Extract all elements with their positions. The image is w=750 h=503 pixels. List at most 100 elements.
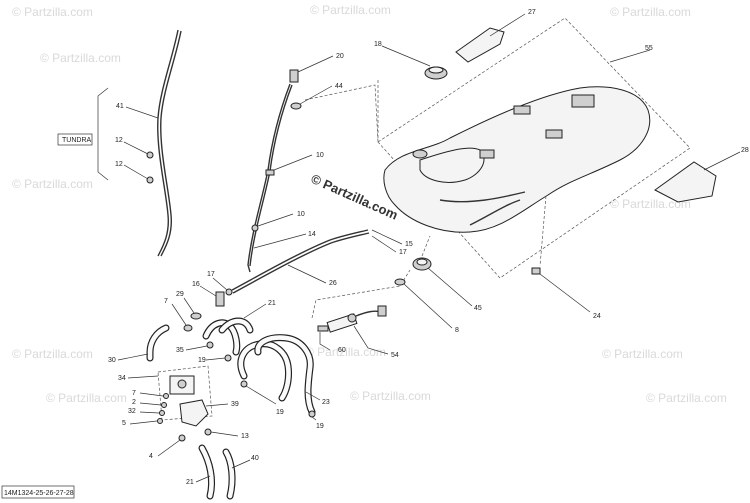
clamp-13 bbox=[204, 428, 212, 436]
clamp-19c bbox=[308, 410, 316, 418]
dash-20 bbox=[304, 84, 379, 143]
hose-21a-b-inner bbox=[219, 318, 253, 333]
tank-rib bbox=[439, 191, 526, 203]
tank-outline-box bbox=[377, 17, 691, 279]
leader-16 bbox=[199, 285, 217, 297]
pump-39 bbox=[179, 399, 209, 427]
leader-19c bbox=[311, 416, 317, 421]
gasket-8 bbox=[394, 278, 406, 286]
fitting-16 bbox=[215, 291, 225, 307]
callout-44: 44 bbox=[335, 83, 343, 90]
leader-4 bbox=[157, 439, 181, 457]
leader-54 bbox=[353, 325, 389, 355]
watermark: © Partzilla.com bbox=[310, 3, 391, 17]
callout-54: 54 bbox=[391, 352, 399, 359]
leader-24 bbox=[539, 273, 591, 313]
leader-60 bbox=[319, 332, 331, 351]
pickup-tip bbox=[317, 325, 329, 332]
tank-rib-2 bbox=[469, 199, 521, 226]
diagram-code-box bbox=[1, 485, 75, 499]
leader-29 bbox=[183, 297, 195, 314]
callout-19c: 19 bbox=[316, 423, 324, 430]
tank-strap-mount-2 bbox=[545, 129, 563, 139]
watermark: © Partzilla.com bbox=[610, 197, 691, 211]
leader-8 bbox=[403, 283, 453, 329]
clamp-12a bbox=[146, 151, 154, 159]
callout-39: 39 bbox=[231, 401, 239, 408]
hose-clip-10a bbox=[265, 169, 275, 176]
callout-26: 26 bbox=[329, 280, 337, 287]
nut-45-top bbox=[416, 258, 428, 266]
tank-filler-neck bbox=[412, 149, 428, 159]
leader-12a bbox=[123, 141, 149, 155]
callout-60: 60 bbox=[338, 347, 346, 354]
hose-loop-b-inner bbox=[255, 335, 315, 415]
hose-clip-10b bbox=[251, 224, 259, 232]
leader-7a bbox=[171, 303, 187, 326]
leader-14 bbox=[253, 233, 307, 249]
watermark: © Partzilla.com bbox=[602, 347, 683, 361]
callout-28: 28 bbox=[741, 147, 749, 154]
fuel-line-26 bbox=[231, 229, 369, 291]
callout-20: 20 bbox=[336, 53, 344, 60]
washer-29 bbox=[190, 312, 202, 320]
bolt-24 bbox=[531, 267, 541, 275]
leader-10a bbox=[273, 154, 313, 171]
clamp-17a bbox=[225, 288, 233, 296]
hose-loop-a-inner bbox=[238, 341, 291, 401]
dash-pickup bbox=[311, 269, 411, 319]
callout-15: 15 bbox=[405, 241, 413, 248]
leader-41 bbox=[125, 106, 159, 119]
callout-45: 45 bbox=[474, 305, 482, 312]
callout-41: 41 bbox=[116, 103, 124, 110]
callout-34: 34 bbox=[118, 375, 126, 382]
tank-strap-mount-4 bbox=[479, 149, 495, 159]
watermark: © Partzilla.com bbox=[610, 5, 691, 19]
fuel-tank-assembly: 55 bbox=[377, 17, 691, 279]
watermark: © Partzilla.com bbox=[305, 345, 386, 359]
tank-filler-area bbox=[419, 147, 485, 183]
leader-19b bbox=[245, 385, 277, 405]
hose-40-inner bbox=[223, 449, 235, 499]
leader-55 bbox=[609, 49, 651, 63]
callout-16: 16 bbox=[192, 281, 200, 288]
vent-valve-20 bbox=[289, 69, 299, 83]
callout-7a: 7 bbox=[164, 298, 168, 305]
callout-10a: 10 bbox=[316, 152, 324, 159]
leader-44 bbox=[299, 85, 333, 105]
cover-28 bbox=[654, 161, 717, 203]
leader-26 bbox=[287, 264, 327, 284]
leader-7b bbox=[139, 392, 164, 397]
fuel-tank bbox=[383, 86, 651, 233]
vent-tube-long bbox=[157, 29, 179, 257]
leader-21a bbox=[243, 303, 267, 319]
callout-12a: 12 bbox=[115, 137, 123, 144]
tundra-label: TUNDRA bbox=[62, 137, 91, 144]
fuel-cap-top bbox=[428, 66, 444, 74]
watermark: © Partzilla.com bbox=[46, 391, 127, 405]
diagram-code: 14M1324-25-26-27-28 bbox=[4, 490, 74, 497]
clamp-7a bbox=[183, 324, 193, 332]
callout-40: 40 bbox=[251, 455, 259, 462]
leader-17a bbox=[212, 277, 228, 291]
callout-32: 32 bbox=[128, 408, 136, 415]
callout-5: 5 bbox=[122, 420, 126, 427]
leader-2 bbox=[139, 402, 162, 406]
leader-39 bbox=[205, 403, 229, 407]
callout-18: 18 bbox=[374, 41, 382, 48]
leader-28 bbox=[703, 151, 741, 171]
dash-24 bbox=[539, 195, 547, 267]
watermark: © Partzilla.com bbox=[646, 391, 727, 405]
callout-12b: 12 bbox=[115, 161, 123, 168]
clamp-12b bbox=[146, 176, 154, 184]
callout-21b: 21 bbox=[186, 479, 194, 486]
watermark: © Partzilla.com bbox=[40, 51, 121, 65]
grommet-44 bbox=[290, 102, 302, 110]
callout-17b: 17 bbox=[399, 249, 407, 256]
leader-13 bbox=[210, 431, 239, 437]
callout-19b: 19 bbox=[276, 409, 284, 416]
hose-21b-inner bbox=[199, 445, 214, 499]
callout-8: 8 bbox=[455, 327, 459, 334]
leader-17b bbox=[371, 235, 397, 253]
